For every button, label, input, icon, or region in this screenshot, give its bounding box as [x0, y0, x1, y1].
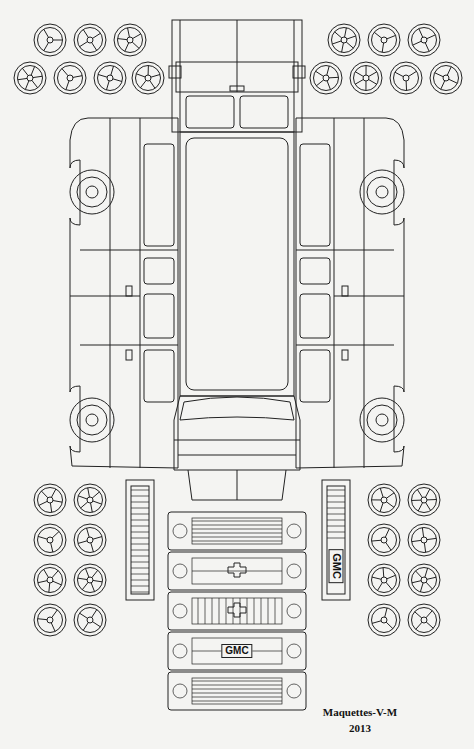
wheel-disc — [408, 564, 440, 596]
wheel-disc — [350, 62, 382, 94]
wheel-disc — [74, 604, 106, 636]
roof-panel — [180, 132, 294, 396]
left-side-panel — [70, 118, 178, 468]
wheel-disc — [310, 62, 342, 94]
wheel-disc — [34, 524, 66, 556]
wheel-disc — [368, 24, 400, 56]
year-label: 2013 — [349, 723, 371, 734]
wheel-disc — [74, 524, 106, 556]
wheel-disc — [408, 484, 440, 516]
hood-panel — [174, 396, 300, 500]
wheel-disc — [408, 604, 440, 636]
front-grilles — [168, 512, 306, 710]
wheel-discs — [14, 24, 462, 636]
wheel-disc — [408, 24, 440, 56]
wheel-disc — [368, 524, 400, 556]
wheel-disc — [368, 604, 400, 636]
wheel-disc — [54, 62, 86, 94]
wheel-disc — [430, 62, 462, 94]
wheel-disc — [34, 24, 66, 56]
wheel-disc — [132, 62, 164, 94]
wheel-disc — [34, 564, 66, 596]
wheel-disc — [14, 62, 46, 94]
grille-bars — [131, 490, 345, 704]
wheel-disc — [328, 24, 360, 56]
end-panel — [169, 20, 305, 132]
wheel-disc — [368, 484, 400, 516]
wheel-disc — [368, 564, 400, 596]
right-side-panel — [296, 118, 404, 468]
wheel-disc — [34, 484, 66, 516]
grille-strips — [126, 480, 350, 600]
wheel-disc — [34, 604, 66, 636]
wheel-disc — [74, 484, 106, 516]
wheel-disc — [408, 524, 440, 556]
wheel-disc — [74, 564, 106, 596]
wheel-disc — [390, 62, 422, 94]
brand-badge: GMC — [221, 644, 252, 658]
wheel-disc — [94, 62, 126, 94]
author-credit: Maquettes-V-M — [323, 707, 397, 718]
wheel-disc — [74, 24, 106, 56]
wheel-disc — [114, 24, 146, 56]
brand-badge: GMC — [329, 549, 344, 583]
